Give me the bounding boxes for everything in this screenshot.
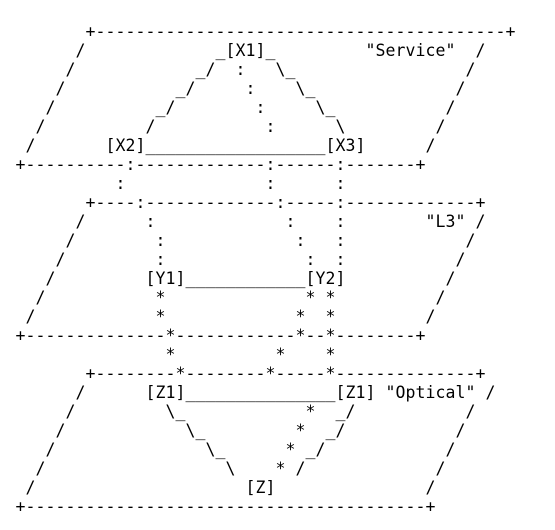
diagram-line: / \_ * _/ / xyxy=(6,440,456,459)
diagram-line: / \ * / / xyxy=(6,459,446,478)
diagram-line: / * * * / xyxy=(6,307,436,326)
diagram-line: / [Z1]_______________[Z1] "Optical" / xyxy=(6,383,496,402)
diagram-line: +---------------------------------------… xyxy=(6,22,516,41)
diagram-line: / _[X1]_ "Service" / xyxy=(6,41,486,60)
diagram-line: / * * * / xyxy=(6,288,446,307)
diagram-line: +---------------------------------------… xyxy=(6,497,436,516)
diagram-line: +----:-------------:-----:-------------+ xyxy=(6,193,486,212)
diagram-line: +--------------*------------*--*--------… xyxy=(6,326,426,345)
diagram-line: / [Z] / xyxy=(6,478,436,497)
diagram-line: / _/ : \_ / xyxy=(6,79,466,98)
diagram-line: / [Y1]____________[Y2] / xyxy=(6,269,456,288)
diagram-line: +--------*--------*-----*--------------+ xyxy=(6,364,486,383)
diagram-line: : : : xyxy=(6,174,346,193)
diagram-line: / : : : "L3" / xyxy=(6,212,486,231)
diagram-line: * * * xyxy=(6,345,336,364)
diagram-line: / [X2]__________________[X3] / xyxy=(6,136,436,155)
diagram-line: / : : : / xyxy=(6,250,466,269)
diagram-line: / \_ * _/ / xyxy=(6,421,466,440)
diagram-line: / \_ * _/ / xyxy=(6,402,476,421)
diagram-line: / / : \ / xyxy=(6,117,446,136)
diagram-line: / _/ : \_ / xyxy=(6,60,476,79)
diagram-line: / _/ : \_ / xyxy=(6,98,456,117)
diagram-line: / : : : / xyxy=(6,231,476,250)
diagram-line: +----------:-------------:------:-------… xyxy=(6,155,426,174)
